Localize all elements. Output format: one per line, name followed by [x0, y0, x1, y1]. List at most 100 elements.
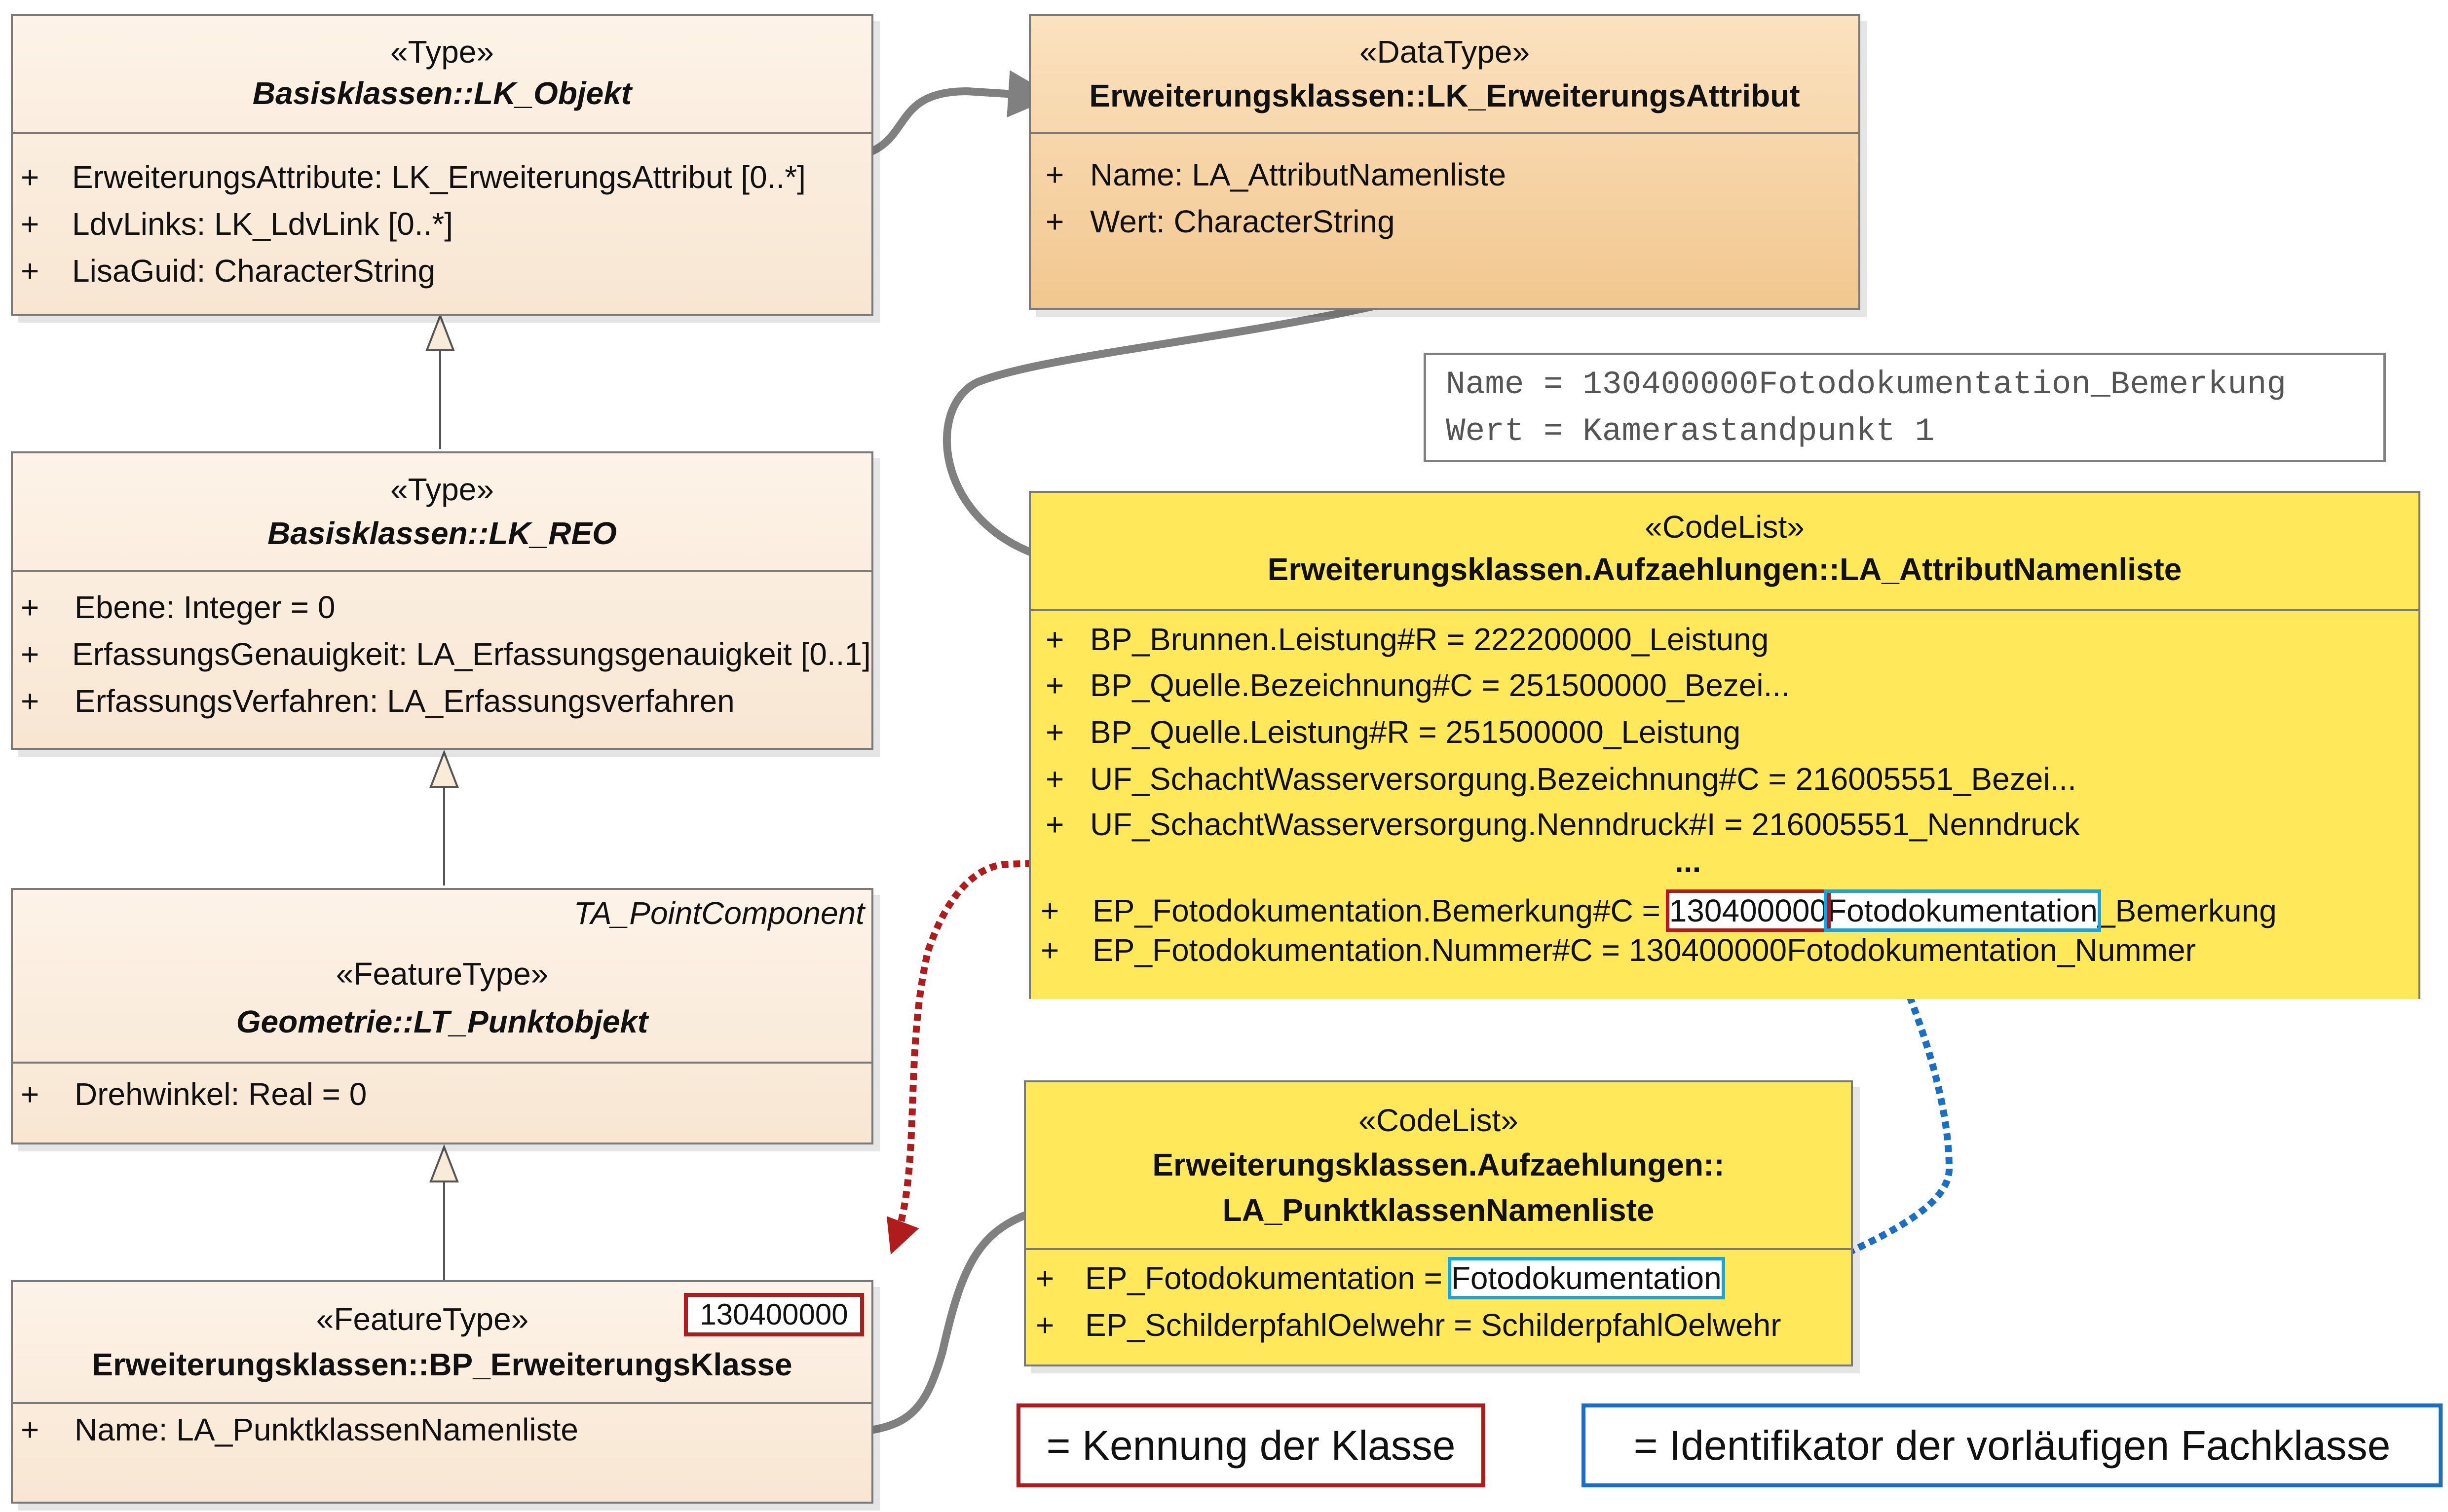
- class-name: Geometrie::LT_Punktobjekt: [13, 1003, 871, 1040]
- visibility-marker: +: [21, 206, 39, 242]
- attribute-text: ErfassungsGenauigkeit: LA_Erfassungsgena…: [72, 636, 871, 672]
- class-title: LK_REO: [489, 516, 617, 551]
- attribute-row[interactable]: +Name: LA_AttributNamenliste: [1031, 156, 1858, 201]
- visibility-marker: +: [1036, 1307, 1055, 1343]
- class-name-highlight: Fotodokumentation: [1447, 1257, 1725, 1299]
- attribute-row[interactable]: + Wert: CharacterString: [1031, 203, 1858, 248]
- attribute-row[interactable]: + Name: LA_PunktklassenNamenliste: [13, 1411, 871, 1456]
- class-title: LT_Punktobjekt: [413, 1004, 648, 1039]
- class-id-highlight: 130400000: [1665, 889, 1831, 932]
- class-id-text: 130400000: [700, 1298, 848, 1331]
- class-header: «FeatureType» Geometrie::LT_Punktobjekt: [13, 890, 871, 1064]
- attribute-row-highlighted[interactable]: + EP_Fotodokumentation.Bemerkung#C = 130…: [1031, 889, 2418, 937]
- class-header: «Type» Basisklassen::LK_REO: [13, 453, 871, 572]
- attribute-text: Wert: CharacterString: [1090, 204, 1395, 239]
- attribute-row[interactable]: +BP_Quelle.Bezeichnung#C = 251500000_Bez…: [1031, 667, 2418, 711]
- class-la-attributnamenliste[interactable]: «CodeList» Erweiterungsklassen.Aufzaehlu…: [1029, 491, 2420, 999]
- attribute-row[interactable]: + LisaGuid: CharacterString: [13, 253, 871, 297]
- note-line: Name = 130400000Fotodokumentation_Bemerk…: [1446, 366, 2287, 403]
- package-name: Basisklassen::: [252, 75, 474, 111]
- stereotype-label: «DataType»: [1359, 34, 1530, 70]
- visibility-marker: +: [21, 683, 39, 719]
- class-header: «FeatureType» 130400000 Erweiterungsklas…: [13, 1282, 871, 1404]
- attribute-text: ErfassungsVerfahren: LA_Erfassungsverfah…: [75, 683, 735, 719]
- class-header: «DataType» Erweiterungsklassen::LK_Erwei…: [1031, 16, 1858, 134]
- visibility-marker: +: [21, 590, 39, 625]
- attribute-text: LdvLinks: LK_LdvLink [0..*]: [72, 206, 453, 242]
- class-name-line: LA_PunktklassenNamenliste: [1222, 1192, 1655, 1228]
- visibility-marker: +: [1041, 932, 1059, 968]
- visibility-marker: +: [21, 1412, 39, 1447]
- class-name: Erweiterungsklassen.Aufzaehlungen::LA_At…: [1267, 552, 2182, 587]
- attribute-row[interactable]: + BP_Brunnen.Leistung#R = 222200000_Leist…: [1031, 621, 2418, 665]
- visibility-marker: +: [1046, 714, 1064, 750]
- attribute-text: LisaGuid: CharacterString: [72, 253, 436, 289]
- attribute-row[interactable]: +ErfassungsGenauigkeit: LA_Erfassungsgen…: [13, 636, 871, 680]
- visibility-marker: +: [1046, 622, 1064, 657]
- attribute-row[interactable]: + ErweiterungsAttribute: LK_ErweiterungsA…: [13, 159, 871, 203]
- legend-blue-label: = Identifikator der vorläufigen Fachklas…: [1633, 1422, 2391, 1469]
- attribute-row[interactable]: + LdvLinks: LK_LdvLink [0..*]: [13, 206, 871, 250]
- legend-red: = Kennung der Klasse: [1017, 1403, 1485, 1487]
- attribute-row[interactable]: +Drehwinkel: Real = 0: [13, 1076, 871, 1120]
- class-name-line: Erweiterungsklassen.Aufzaehlungen::: [1152, 1147, 1725, 1182]
- class-title: LK_Objekt: [474, 75, 632, 111]
- instance-note: Name = 130400000Fotodokumentation_Bemerk…: [1424, 353, 2386, 462]
- generalization-arrowhead: [429, 749, 459, 788]
- attribute-row[interactable]: + UF_SchachtWasserversorgung.Bezeichnung#…: [1031, 761, 2418, 805]
- visibility-marker: +: [1046, 204, 1064, 239]
- attribute-row-highlighted[interactable]: + EP_Fotodokumentation = Fotodokumentati…: [1026, 1257, 1851, 1304]
- visibility-marker: +: [1036, 1260, 1055, 1296]
- class-lk-objekt[interactable]: «Type» Basisklassen::LK_Objekt + Erweiter…: [11, 14, 873, 316]
- attribute-row[interactable]: + Ebene: Integer = 0: [13, 589, 871, 633]
- class-la-punktklassennamenliste[interactable]: «CodeList» Erweiterungsklassen.Aufzaehlu…: [1024, 1080, 1853, 1366]
- visibility-marker: +: [21, 159, 39, 195]
- attribute-suffix: _Bemerkung: [2097, 893, 2277, 928]
- attribute-prefix: EP_Fotodokumentation =: [1085, 1260, 1451, 1296]
- attribute-text: UF_SchachtWasserversorgung.Bezeichnung#C…: [1090, 761, 2076, 797]
- attribute-text: BP_Quelle.Bezeichnung#C = 251500000_Beze…: [1090, 667, 1790, 703]
- attribute-text: EP_Fotodokumentation.Nummer#C = 13040000…: [1092, 932, 2196, 968]
- tagged-value: TA_PointComponent: [573, 895, 865, 931]
- package-name: Basisklassen::: [267, 516, 489, 551]
- class-header: «CodeList» Erweiterungsklassen.Aufzaehlu…: [1026, 1082, 1851, 1250]
- class-lk-reo[interactable]: «Type» Basisklassen::LK_REO + Ebene: Inte…: [11, 451, 873, 750]
- visibility-marker: +: [21, 253, 39, 289]
- attribute-row[interactable]: + EP_SchilderpfahlOelwehr = Schilderpfahl…: [1026, 1307, 1851, 1351]
- visibility-marker: +: [1046, 761, 1064, 797]
- class-name: Basisklassen::LK_REO: [13, 515, 871, 552]
- class-lk-erweiterungsattribut[interactable]: «DataType» Erweiterungsklassen::LK_Erwei…: [1029, 14, 1860, 310]
- class-bp-erweiterungsklasse[interactable]: «FeatureType» 130400000 Erweiterungsklas…: [11, 1280, 873, 1504]
- attribute-text: EP_SchilderpfahlOelwehr = SchilderpfahlO…: [1085, 1307, 1781, 1343]
- stereotype-label: «Type»: [390, 34, 494, 70]
- note-line: Wert = Kamerastandpunkt 1: [1446, 413, 1935, 450]
- attribute-text: BP_Quelle.Leistung#R = 251500000_Leistun…: [1090, 714, 1741, 750]
- attribute-row[interactable]: + EP_Fotodokumentation.Nummer#C = 1304000…: [1031, 932, 2418, 976]
- stereotype-label: «FeatureType»: [336, 956, 549, 992]
- stereotype-label: «FeatureType»: [316, 1301, 529, 1337]
- attribute-text: Name: LA_AttributNamenliste: [1090, 157, 1506, 192]
- attribute-row[interactable]: + ErfassungsVerfahren: LA_Erfassungsverfa…: [13, 683, 871, 727]
- class-name-highlight: Fotodokumentation: [1824, 889, 2101, 932]
- attribute-text: Ebene: Integer = 0: [75, 590, 336, 625]
- generalization-arrowhead: [429, 1144, 459, 1182]
- legend-blue: = Identifikator der vorläufigen Fachklas…: [1582, 1403, 2443, 1487]
- attribute-row[interactable]: +UF_SchachtWasserversorgung.Nenndruck#I …: [1031, 806, 2418, 850]
- package-name: Geometrie::: [236, 1004, 414, 1039]
- attribute-text: ErweiterungsAttribute: LK_ErweiterungsAt…: [72, 159, 806, 195]
- attribute-text: Name: LA_PunktklassenNamenliste: [75, 1412, 578, 1447]
- stereotype-label: «CodeList»: [1645, 509, 1805, 545]
- attribute-row[interactable]: + BP_Quelle.Leistung#R = 251500000_Leistu…: [1031, 714, 2418, 758]
- attribute-prefix: EP_Fotodokumentation.Bemerkung#C =: [1092, 893, 1669, 928]
- attribute-text: BP_Brunnen.Leistung#R = 222200000_Leistu…: [1090, 622, 1769, 657]
- attribute-text: EP_Fotodokumentation = Fotodokumentation: [1085, 1257, 1725, 1299]
- generalization-arrowhead: [425, 313, 455, 351]
- class-lt-punktobjekt[interactable]: TA_PointComponent «FeatureType» Geometri…: [11, 888, 873, 1144]
- ellipsis-text: ...: [1675, 844, 1701, 879]
- class-header: «CodeList» Erweiterungsklassen.Aufzaehlu…: [1031, 493, 2418, 611]
- class-header: «Type» Basisklassen::LK_Objekt: [13, 16, 871, 134]
- attribute-text: EP_Fotodokumentation.Bemerkung#C = 13040…: [1092, 889, 2277, 932]
- stereotype-label: «Type»: [390, 472, 494, 507]
- visibility-marker: +: [21, 1076, 39, 1112]
